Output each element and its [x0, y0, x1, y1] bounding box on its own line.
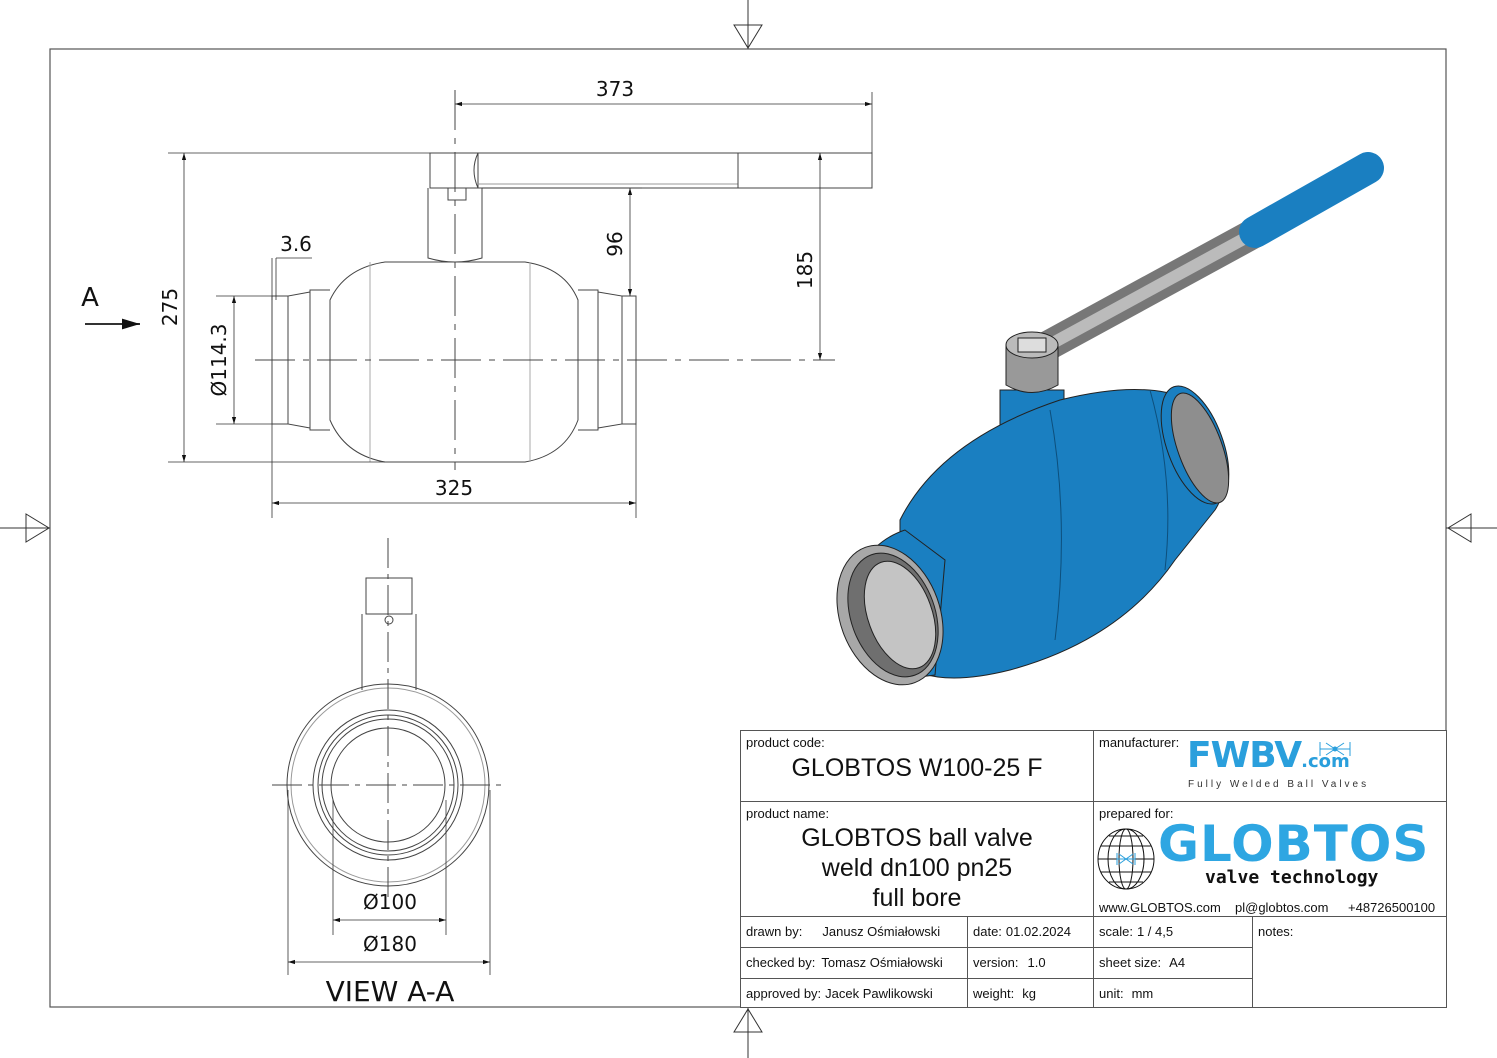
version: 1.0	[1027, 955, 1046, 970]
valve-3d-render	[836, 152, 1384, 686]
dim-bore: Ø100	[363, 890, 417, 914]
approved-by-label: approved by:	[746, 986, 822, 1001]
unit-label: unit:	[1099, 986, 1124, 1001]
front-view	[255, 90, 873, 470]
front-dimensions	[85, 92, 873, 518]
date-label: date:	[973, 924, 1002, 939]
weight-cell: weight: kg	[968, 979, 1094, 1008]
globtos-tagline: valve technology	[1205, 867, 1379, 888]
prepared-for-cell: prepared for:	[1094, 802, 1447, 917]
manufacturer-cell: manufacturer:	[1094, 731, 1447, 802]
unit-cell: unit: mm	[1094, 979, 1253, 1008]
fwbv-logo: FWBV.com	[1187, 738, 1350, 774]
side-dimensions	[287, 790, 491, 975]
product-name-label: product name:	[746, 806, 830, 821]
checked-by-label: checked by:	[746, 955, 816, 970]
product-code-cell: product code: GLOBTOS W100-25 F	[741, 731, 1094, 802]
date-cell: date:01.02.2024	[968, 917, 1094, 948]
drawn-by-cell: drawn by: Janusz Ośmiałowski	[741, 917, 968, 948]
weight: kg	[1022, 986, 1036, 1001]
valve-symbol-icon	[1319, 742, 1351, 756]
product-name-cell: product name: GLOBTOS ball valve weld dn…	[741, 802, 1094, 917]
dim-body-diameter: Ø180	[363, 932, 417, 956]
product-code-label: product code:	[746, 735, 825, 750]
fwbv-logo-suffix: .com	[1301, 751, 1350, 772]
prepared-for-label: prepared for:	[1099, 806, 1174, 821]
scale: 1 / 4,5	[1136, 924, 1174, 939]
dim-overall-height: 275	[158, 288, 182, 326]
dim-pipe-od: Ø114.3	[207, 324, 231, 397]
view-marker: A	[81, 283, 99, 313]
side-view	[272, 538, 505, 900]
sheet-size-cell: sheet size: A4	[1094, 948, 1253, 979]
version-label: version:	[973, 955, 1019, 970]
product-code: GLOBTOS W100-25 F	[791, 754, 1043, 782]
sheet-size-label: sheet size:	[1099, 955, 1162, 970]
product-name-line-3: full bore	[872, 884, 962, 912]
version-cell: version: 1.0	[968, 948, 1094, 979]
fwbv-logo-text: FWBV	[1187, 735, 1302, 776]
globe-icon	[1097, 828, 1155, 890]
fwbv-tagline: Fully Welded Ball Valves	[1188, 779, 1370, 790]
checked-by: Tomasz Ośmiałowski	[821, 955, 943, 970]
notes-label: notes:	[1258, 924, 1294, 939]
globtos-logo: GLOBTOS	[1158, 815, 1430, 873]
unit: mm	[1131, 986, 1154, 1001]
dim-handle-height: 185	[793, 251, 817, 289]
scale-label: scale:	[1099, 924, 1133, 939]
product-name-line-1: GLOBTOS ball valve	[801, 824, 1033, 852]
date: 01.02.2024	[1005, 924, 1071, 939]
weight-label: weight:	[973, 986, 1015, 1001]
dim-wall-thickness: 3.6	[280, 232, 312, 256]
sheet-size: A4	[1169, 955, 1186, 970]
approved-by-cell: approved by:Jacek Pawlikowski	[741, 979, 968, 1008]
website-link[interactable]: www.GLOBTOS.com	[1099, 900, 1221, 915]
scale-cell: scale:1 / 4,5	[1094, 917, 1253, 948]
dim-face-to-face: 325	[435, 476, 473, 500]
manufacturer-label: manufacturer:	[1099, 735, 1180, 750]
drawn-by-label: drawn by:	[746, 924, 803, 939]
dim-stem-height: 96	[603, 231, 627, 256]
dim-handle-length: 373	[596, 77, 634, 101]
notes-cell: notes:	[1253, 917, 1447, 1008]
product-name-line-2: weld dn100 pn25	[821, 854, 1013, 882]
approved-by: Jacek Pawlikowski	[825, 986, 933, 1001]
phone-number: +48726500100	[1348, 900, 1436, 915]
drawn-by: Janusz Ośmiałowski	[822, 924, 941, 939]
email-link[interactable]: pl@globtos.com	[1235, 900, 1329, 915]
checked-by-cell: checked by: Tomasz Ośmiałowski	[741, 948, 968, 979]
view-label: VIEW A-A	[326, 975, 455, 1008]
title-block: product code: GLOBTOS W100-25 F manufact…	[740, 730, 1447, 1008]
